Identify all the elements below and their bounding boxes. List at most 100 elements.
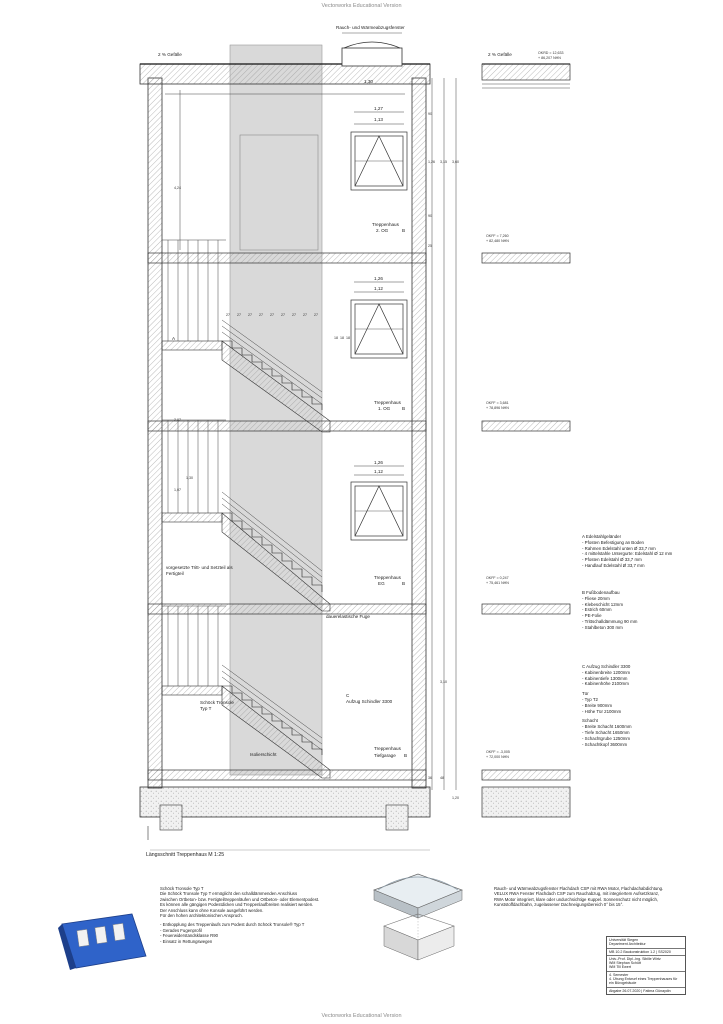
legend-a-title: A Edelstahlgeländer (582, 534, 622, 539)
legend-b-item: - PE-Folie (582, 613, 602, 619)
legend-c: C Aufzug Schindler 3300 - Kabinenbreite … (582, 664, 632, 747)
level-1og-sub: 1. OG (378, 406, 391, 411)
landing-3 (161, 685, 223, 696)
dim-107: 1,07 (174, 488, 181, 492)
wall-left (147, 77, 163, 789)
steps-3 (222, 685, 323, 755)
tread-4: 27 (259, 313, 263, 317)
dim-120: 1,20 (452, 796, 459, 800)
roof-okrd: OKRD = 12,633 (538, 51, 564, 55)
landing-1 (161, 340, 223, 351)
tread-6: 27 (281, 313, 285, 317)
roof-slope-left: 2 % Gefälle (158, 52, 182, 57)
dim-310: 3,10 (440, 680, 447, 684)
level-2og-label: Treppenhaus (372, 222, 399, 227)
note-isolier: Isolierschicht (250, 752, 277, 757)
legend-b-title: B Fußbodenaufbau (582, 590, 620, 595)
tb-sem: 4. Semester (609, 972, 629, 977)
note-aufzug: Aufzug Schindler 3300 (346, 699, 393, 704)
level-2og-mark: B (402, 228, 406, 233)
skylight-line: VELUX RWA Fenster Flachdach CSP zum Rauc… (494, 891, 660, 897)
tread-5: 27 (270, 313, 274, 317)
legend-schacht-item: - Schachtkopf 3600mm (582, 741, 628, 747)
legend-c-item: - Kabinenhöhe 2100mm (582, 681, 629, 687)
level-1og-nhn: + 78,896 NHN (486, 406, 509, 410)
dim-130: 1,30 (186, 476, 193, 480)
right-section-strip (481, 63, 571, 818)
elevator-car-outline (239, 134, 319, 251)
level-tg-mark: B (404, 753, 408, 758)
dim-36: 36 (428, 776, 432, 780)
watermark-bottom: Vectorworks Educational Version (321, 1013, 402, 1019)
legend-a: A Edelstahlgeländer - Pfosten Befestigun… (582, 534, 672, 569)
note-fertigteil: vorgesetzte Tritt- und Setzteil als Fert… (166, 565, 233, 576)
window-3-inner: 1,12 (374, 469, 383, 474)
tread-9: 27 (314, 313, 318, 317)
tronsole-line: - Feuerwiderstandsklasse R90 (160, 933, 219, 939)
level-tg-nhn: + 72,000 NHN (486, 755, 509, 759)
steps-2 (222, 512, 323, 592)
dim-315: 3,15 (440, 160, 447, 164)
tb-wm2: WM Till Ewert (609, 965, 631, 970)
legend-tuer-title: Tür (582, 691, 589, 697)
skylight-title: Rauch- und Wärmeabzugsfenster (336, 25, 405, 30)
dim-424: 4,24 (174, 186, 181, 190)
level-1og-label: Treppenhaus (374, 400, 401, 405)
marker-a: A (172, 336, 176, 341)
foundation-footing-right (385, 804, 409, 831)
legend-b-item: - Klebeschicht 12mm (582, 601, 623, 607)
note-tronsole: Schöck Tronsole Typ T (200, 700, 234, 711)
dim-25: 25 (428, 244, 432, 248)
level-1og-mark: B (402, 406, 406, 411)
tronsole-line: Die Schöck Tronsole Typ T ermöglicht den… (160, 891, 298, 897)
level-1og-okff: OKFF = 3,681 (486, 401, 509, 405)
window-1-inner: 1,13 (374, 117, 383, 122)
tronsole-line: zwischen Ortbeton- bzw. Fertigteiltreppe… (160, 896, 320, 902)
tronsole-line: - Gerades Fugenprofil (160, 927, 202, 933)
tronsole-line: - Einsatz in Rettungswegen (160, 938, 213, 944)
tronsole-block: Schöck Tronsole Typ T Die Schöck Tronsol… (160, 886, 319, 944)
tread-7: 27 (292, 313, 296, 317)
dim-48: 48 (440, 776, 444, 780)
skylight-line: Kunststoffdachbahn, zugelassener Dachnei… (494, 902, 624, 908)
skylight-frame (341, 47, 403, 67)
legend-a-item: - Handlauf Edelstahl Ø 33,7 mm (582, 562, 645, 568)
dim-90b: 90 (428, 214, 432, 218)
foundation-slab (139, 786, 431, 818)
tronsole-line: Der Anschluss kann ohne Konsole ausgefüh… (160, 907, 264, 913)
roof-slab (139, 63, 431, 85)
tread-1: 27 (226, 313, 230, 317)
level-eg-mark: B (402, 581, 406, 586)
watermark-top: Vectorworks Educational Version (321, 3, 402, 9)
roof-opening-width: 1,30 (364, 79, 373, 84)
dim-207: 2,07 (174, 418, 181, 422)
legend-b-item: - Stahlbeton 300 mm (582, 624, 623, 630)
riser-3: 18 (346, 336, 350, 340)
legend-c-item: - Kabinenbreite 1200mm (582, 669, 631, 675)
tb-date: Abgabe 26.07.2020 | Fatima Günaydin (609, 988, 671, 993)
title-block: Universität Siegen Department Architektu… (606, 936, 686, 995)
roof-okrd-nhn: + 86,207 NHN (538, 56, 561, 60)
legend-schacht-title: Schacht (582, 718, 598, 724)
skylight-line: Rauch- und Wärmeabzugsfenster Flachdach … (494, 886, 664, 891)
marker-c: C (346, 693, 350, 698)
stair-flight-2 (221, 512, 331, 612)
level-2og-sub: 2. OG (376, 228, 389, 233)
railings (162, 239, 323, 751)
level-tg-label: Treppenhaus (374, 746, 401, 751)
landing-2 (161, 512, 223, 523)
tronsole-image (58, 913, 147, 970)
legend-a-item: - Pfosten Edelstahl Ø 33,7 mm (582, 557, 642, 563)
legend-b-item: - Estrich 60mm (582, 607, 612, 613)
legend-b-item: - Fliese 20mm (582, 595, 610, 601)
skylight-image (373, 873, 463, 961)
window-1-outer: 1,27 (374, 106, 383, 111)
legend-tuer-item: - Höhe Tür 2100mm (582, 708, 622, 714)
tread-8: 27 (303, 313, 307, 317)
level-tg-okff: OKFF = -3,005 (486, 750, 510, 754)
riser-1: 18 (334, 336, 338, 340)
legend-schacht-item: - Schachtgrube 1250mm (582, 735, 631, 741)
legend-a-item: - Pfosten Befestigung an Boden (582, 539, 645, 545)
slab-2og (147, 252, 427, 264)
